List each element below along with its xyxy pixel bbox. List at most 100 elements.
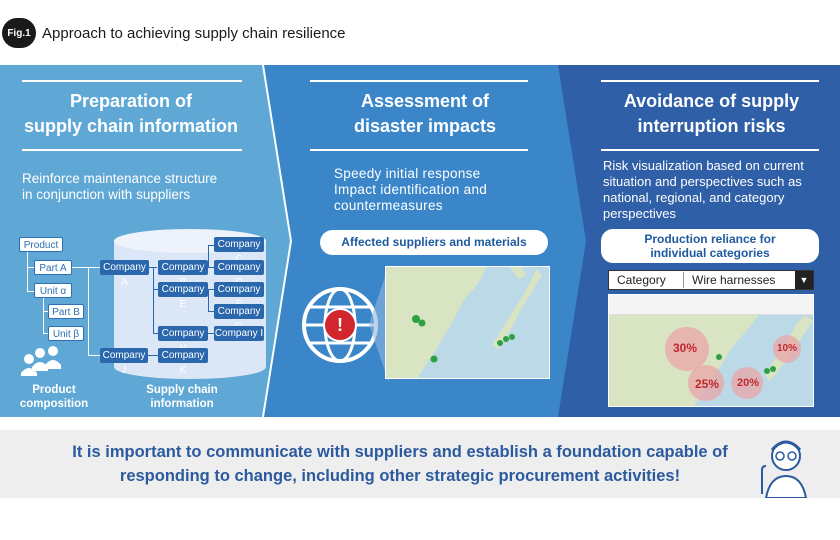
panel2-heading-line2: disaster impacts — [353, 116, 497, 136]
person-thinking-icon — [761, 440, 808, 498]
panel1-heading: Preparation of supply chain information — [0, 89, 262, 139]
node-company-h: Company H — [158, 326, 208, 354]
panel3-bottom-rule — [601, 149, 819, 151]
callout-wedge — [369, 265, 389, 383]
pill-production-reliance: Production reliance for individual categ… — [601, 229, 819, 263]
panel3-top-rule — [601, 80, 819, 82]
pill-affected-suppliers: Affected suppliers and materials — [320, 230, 548, 255]
pill-reliance-line1: Production reliance for — [644, 232, 776, 246]
pct-20: 20% — [737, 377, 760, 389]
node-company-e: Company E — [158, 282, 208, 310]
node-part-a: Part A — [34, 260, 72, 275]
company-line — [208, 289, 209, 311]
company-line — [153, 333, 158, 334]
company-line — [208, 267, 214, 268]
panel1-desc-line1: Reinforce maintenance structure — [22, 171, 218, 186]
tree-line — [27, 291, 36, 292]
company-line — [208, 333, 214, 334]
panel3-desc-line3: national, regional, and category — [603, 190, 785, 205]
panel2-desc-line1: Speedy initial response — [334, 166, 481, 181]
panels-container: Preparation of supply chain information … — [0, 65, 840, 417]
panel1-description: Reinforce maintenance structure in conju… — [22, 171, 257, 203]
panel2-top-rule — [310, 80, 528, 82]
label-product-line1: Product — [32, 384, 76, 396]
tree-line — [43, 311, 50, 312]
node-company-g: Company G — [214, 304, 264, 332]
company-line — [148, 355, 158, 356]
conclusion-banner: It is important to communicate with supp… — [0, 430, 840, 498]
panel1-top-rule — [22, 80, 242, 82]
panel3-heading-line2: interruption risks — [637, 116, 786, 136]
tree-line — [88, 355, 100, 356]
label-product-composition: Product composition — [8, 383, 100, 411]
panel2-description: Speedy initial response Impact identific… — [334, 166, 534, 214]
tree-line — [70, 267, 100, 268]
figure-badge: Fig.1 — [2, 18, 36, 48]
node-company-k: Company K — [158, 348, 208, 376]
node-company-a: Company A — [100, 260, 149, 288]
panel2-desc-line3: countermeasures — [334, 198, 443, 213]
company-line — [153, 289, 158, 290]
panel1-desc-line2: in conjunction with suppliers — [22, 187, 191, 202]
category-value: Wire harnesses — [692, 273, 776, 287]
label-supply-chain-information: Supply chain information — [130, 383, 234, 411]
panel3-desc-line2: situation and perspectives such as — [603, 174, 802, 189]
people-icon — [21, 346, 61, 376]
panel-assessment: Assessment of disaster impacts Speedy in… — [264, 65, 586, 417]
panel3-desc-line4: perspectives — [603, 206, 676, 221]
risk-map-land — [609, 315, 813, 406]
node-company-b: Company B — [158, 260, 208, 288]
panel-preparation: Preparation of supply chain information … — [0, 65, 290, 417]
company-line — [208, 311, 214, 312]
panel3-heading-line1: Avoidance of supply — [623, 91, 800, 111]
alert-exclamation: ! — [337, 315, 343, 335]
figure-header: Fig.1 Approach to achieving supply chain… — [0, 18, 346, 48]
company-line — [153, 267, 154, 333]
node-company-c: Company C — [214, 237, 264, 265]
map-toolbar — [609, 295, 813, 315]
risk-map: 30% 10% 25% 20% — [608, 294, 814, 407]
panel1-bottom-rule — [22, 149, 242, 151]
panel1-heading-line2: supply chain information — [23, 116, 238, 136]
node-product: Product — [19, 237, 63, 252]
pct-30: 30% — [673, 341, 698, 355]
company-line — [208, 245, 209, 267]
panel3-description: Risk visualization based on current situ… — [603, 158, 833, 222]
node-company-d: Company D — [214, 260, 264, 288]
panel3-desc-line1: Risk visualization based on current — [603, 158, 804, 173]
node-company-i: Company I — [214, 326, 264, 341]
node-part-b: Part B — [48, 304, 84, 319]
panel-avoidance: Avoidance of supply interruption risks R… — [555, 65, 840, 417]
panel1-heading-line1: Preparation of — [69, 91, 193, 111]
panel2-bottom-rule — [310, 149, 528, 151]
alert-globe-icon — [302, 287, 378, 363]
tree-line — [43, 297, 44, 333]
panel2-heading: Assessment of disaster impacts — [292, 89, 558, 139]
node-company-f: Company F — [214, 282, 264, 310]
pct-10: 10% — [777, 343, 798, 354]
tree-line — [27, 267, 36, 268]
panel2-heading-line1: Assessment of — [360, 91, 490, 111]
node-unit-beta: Unit β — [48, 326, 84, 341]
banner-line2: responding to change, including other st… — [119, 467, 681, 485]
label-product-line2: composition — [19, 398, 89, 410]
company-line — [208, 289, 214, 290]
tree-line — [27, 252, 28, 292]
company-line — [208, 245, 214, 246]
map-land — [386, 267, 549, 378]
figure-title: Approach to achieving supply chain resil… — [42, 24, 346, 42]
label-sc-line1: Supply chain — [146, 384, 218, 396]
pct-25: 25% — [695, 377, 720, 391]
category-label: Category — [609, 272, 684, 288]
category-select[interactable]: Category Wire harnesses ▼ — [608, 270, 814, 290]
banner-text: It is important to communicate with supp… — [40, 440, 760, 488]
tree-line — [43, 333, 50, 334]
pill-reliance-line2: individual categories — [650, 246, 770, 260]
panel3-heading: Avoidance of supply interruption risks — [583, 89, 840, 139]
tree-line — [88, 267, 89, 355]
banner-line1: It is important to communicate with supp… — [72, 443, 728, 461]
chevron-down-icon[interactable]: ▼ — [795, 271, 813, 289]
panel2-desc-line2: Impact identification and — [334, 182, 488, 197]
disaster-map — [385, 266, 550, 379]
node-unit-alpha: Unit α — [34, 283, 72, 298]
